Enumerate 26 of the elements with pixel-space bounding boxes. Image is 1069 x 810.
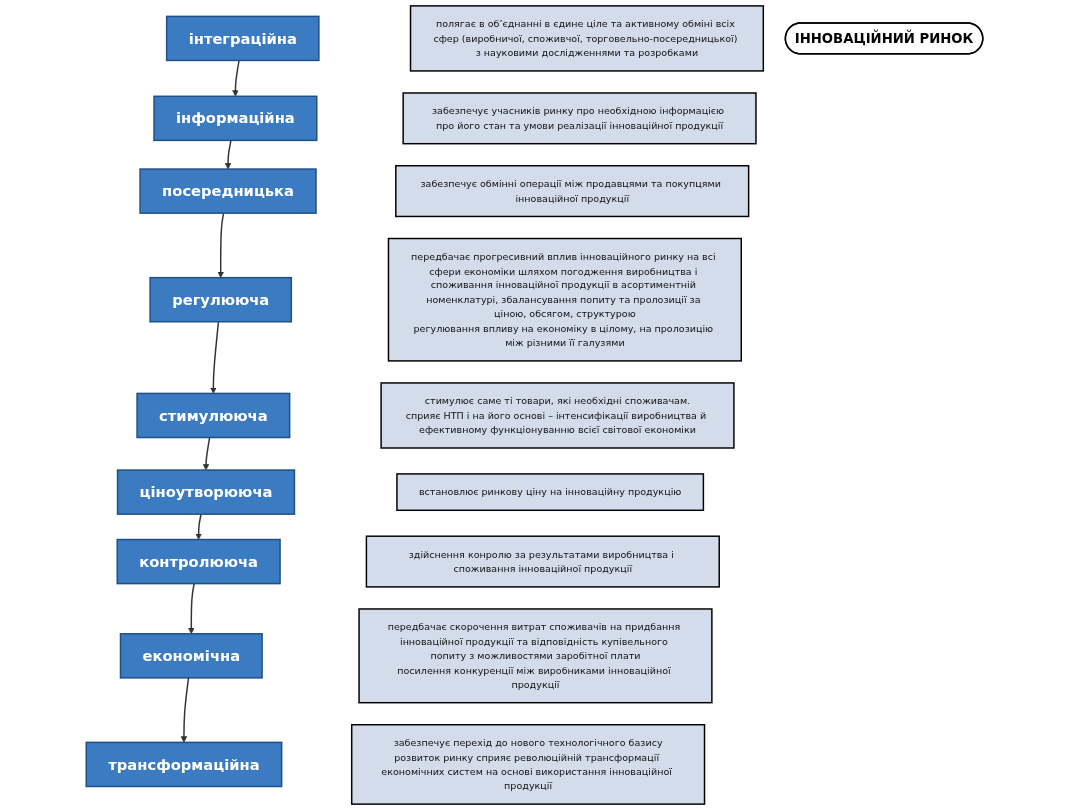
node-box: передбачає прогресивний вплив інноваційного ринку на всі сфери економіки шляхом погодження виробництва і споживання інноваційної продукції в асортиментній номенклатурі, збалансування попиту та пролозиції за ціною, обсягом, структурою регулювання впливу на економіку в цілому, на пролозицію між різними її галузями: [387, 237, 742, 362]
node-box: економічна: [119, 633, 263, 679]
arrow: [217, 212, 225, 278]
node-box: інтеграційна: [165, 15, 320, 62]
arrow: [232, 59, 240, 97]
node-box: здійснення конролю за результатами виробництва і споживання інноваційної продукції: [365, 535, 720, 588]
node-box: регулююча: [149, 276, 293, 323]
node-box: контролююча: [116, 538, 281, 585]
node-box: забезпечує перехід до нового технологічного базису розвиток ринку сприяє революційній трансформації економічних систем на основі використання інноваційної продукції: [350, 724, 706, 805]
node-box: ціноутворююча: [116, 469, 296, 515]
node-box: забезпечує обмінні операції між продавцями та покупцями інноваційної продукції: [395, 165, 750, 218]
node-box: передбачає скорочення витрат споживачів на придбання інноваційної продукції та відповідність купівельного попиту з можливостями заробітної плати посилення конкуренції між виробниками інноваційної продукції: [358, 608, 713, 704]
arrow: [195, 513, 202, 540]
arrow: [210, 321, 220, 394]
node-box: інформаційна: [153, 95, 318, 142]
node-box: встановлює ринкову ціну на інноваційну продукцію: [396, 473, 705, 512]
arrow: [224, 139, 232, 170]
arrow: [180, 677, 190, 743]
node-box: стимулює саме ті товари, які необхідні споживачам. сприяє НТП і на його основі – інтенсифікації виробництва й ефективному функціонуванню всієї світової економіки: [380, 382, 735, 449]
arrow: [188, 582, 195, 635]
node-box: полягає в об’єднанні в єдине ціле та активному обміні всіх сфер (виробничої, споживчої, торговельно-посередницької) з науковими дослідженнями та розробками: [409, 5, 765, 72]
node-box: трансформаційна: [85, 741, 283, 788]
node-box: забезпечує учасників ринку про необхідною інформацією про його стан та умови реалізації інноваційної продукції: [402, 92, 757, 145]
node-box: стимулююча: [136, 392, 291, 439]
arrow: [202, 436, 211, 471]
node-box: посередницька: [139, 168, 317, 214]
